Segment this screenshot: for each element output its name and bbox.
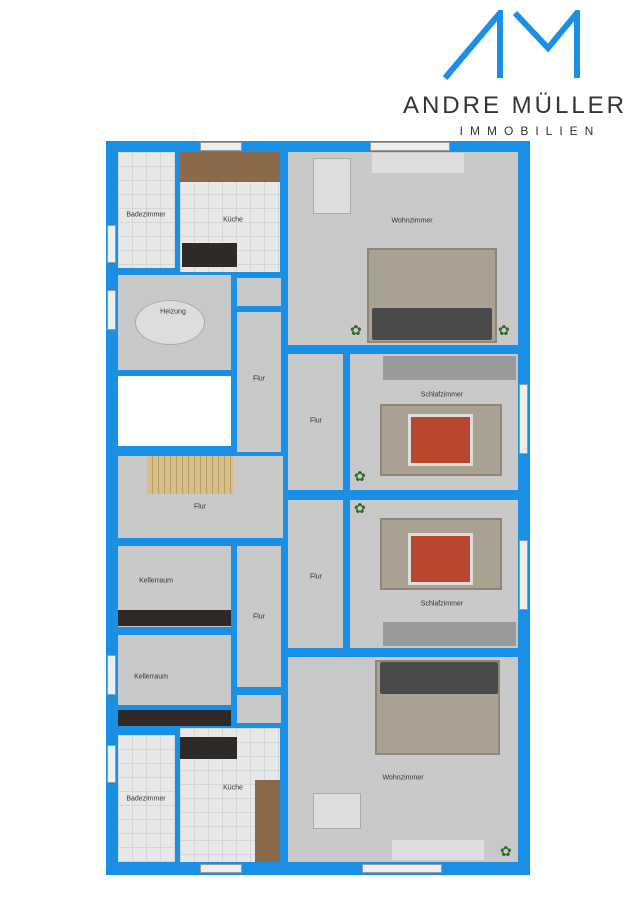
room-unlabeled [118,376,231,446]
sofa [380,662,498,694]
room-cellar-2 [118,635,231,705]
room-bathroom-top [118,152,175,268]
room-bathroom-bottom [118,735,175,862]
kitchen-counter [180,152,280,182]
window [200,864,242,873]
room-label: Schlafzimmer [420,391,464,399]
window [370,142,450,151]
boiler [135,300,205,345]
shelf [118,710,231,726]
window [107,655,116,695]
window [200,142,242,151]
room-label: Wohnzimmer [382,774,424,782]
room-hall-small-top2 [237,278,281,306]
logo-monogram [442,10,580,80]
plant-icon: ✿ [350,322,362,338]
room-label: Flur [252,613,266,621]
brand-name: ANDRE MÜLLER [402,92,628,119]
window [107,290,116,330]
stairs [147,456,233,494]
bed [408,414,473,466]
room-hall-bottom-small [237,695,281,723]
tv-stand [392,840,484,860]
window [107,745,116,783]
stove [180,737,237,759]
plant-icon: ✿ [354,500,366,516]
room-label: Heizung [160,308,186,316]
room-label: Flur [252,375,266,383]
dining-table [313,158,351,214]
room-label: Flur [309,417,323,425]
shelf [118,610,231,626]
room-label: Wohnzimmer [391,217,433,225]
brand-subtitle: IMMOBILIEN [459,124,601,138]
plant-icon: ✿ [498,322,510,338]
window [519,540,528,610]
kitchen-counter [255,780,280,862]
room-hall-center-top [288,354,343,490]
room-label: Flur [193,503,207,511]
room-label: Badezimmer [126,211,166,219]
plant-icon: ✿ [500,843,512,859]
room-label: Kellerraum [134,673,168,681]
stove [182,243,237,267]
room-label: Badezimmer [126,795,166,803]
window [362,864,442,873]
room-hall-center-bottom [288,500,343,648]
room-label: Kellerraum [139,577,173,585]
sofa [372,308,492,340]
window [519,384,528,454]
room-label: Küche [223,784,243,792]
window [107,225,116,263]
wardrobe [383,622,516,646]
wardrobe [383,356,516,380]
room-hall-small-top [237,312,281,452]
plant-icon: ✿ [354,468,366,484]
tv-stand [372,153,464,173]
room-label: Küche [223,216,243,224]
bed [408,533,473,585]
dining-table [313,793,361,829]
room-hall-mid [237,546,281,687]
room-label: Schlafzimmer [420,600,464,608]
room-label: Flur [309,573,323,581]
